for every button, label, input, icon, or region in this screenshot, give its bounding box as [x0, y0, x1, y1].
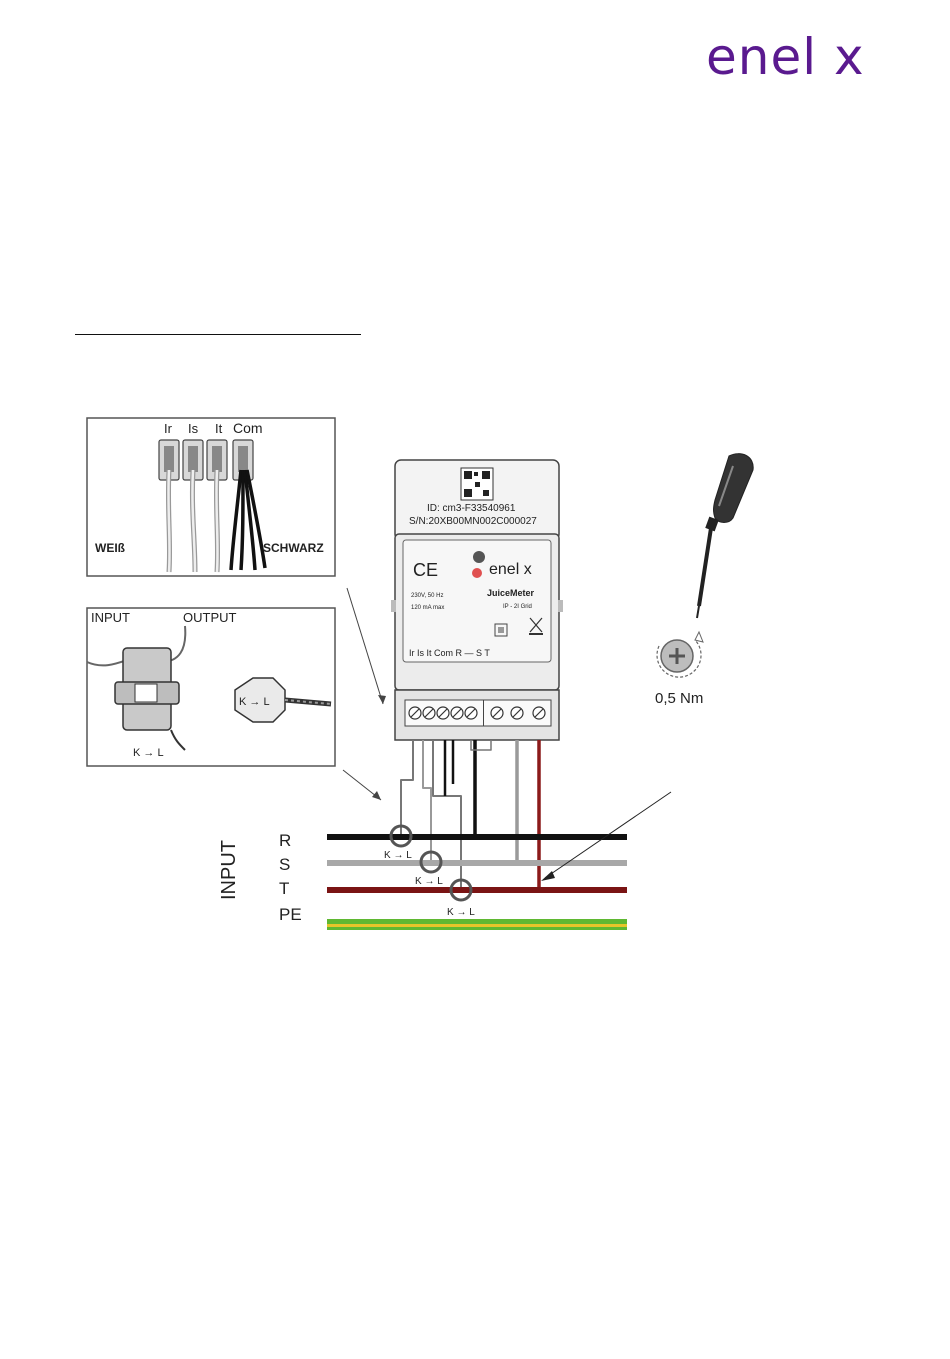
torque-value: 0,5 Nm: [655, 690, 703, 707]
ct-direction-label: K → L: [133, 747, 164, 759]
ct-label-t: K → L: [447, 907, 475, 918]
bus-bars: [327, 834, 627, 930]
meter-rating-2: 120 mA max: [411, 605, 444, 611]
bus-input-label: INPUT: [218, 840, 240, 900]
torque-screw-icon: [657, 632, 703, 677]
meter-class: IP - 2I Grid: [503, 604, 532, 610]
meter-serial: S/N:20XB00MN002C000027: [409, 516, 537, 527]
meter-id: ID: cm3-F33540961: [427, 503, 516, 514]
wiring-diagram-svg: Ir Is It Com: [75, 400, 775, 948]
sensor-direction-label: K → L: [239, 696, 270, 708]
bus-label-s: S: [279, 855, 290, 874]
juicemeter-device: ID: cm3-F33540961 S/N:20XB00MN002C000027…: [391, 460, 563, 740]
terminal-label-ir: Ir: [164, 421, 173, 436]
heading-underline: [75, 334, 361, 335]
ct-label-r: K → L: [384, 850, 412, 861]
terminal-label-it: It: [215, 421, 223, 436]
screwdriver-icon: [697, 454, 753, 618]
ct-output-label: OUTPUT: [183, 610, 237, 625]
terminal-label-com: Com: [233, 420, 263, 436]
meter-model: JuiceMeter: [487, 588, 535, 598]
inset-current-transformer: INPUT OUTPUT K → L K → L: [87, 608, 335, 766]
meter-rating-1: 230V, 50 Hz: [411, 593, 443, 599]
ce-mark: CE: [413, 560, 438, 580]
bus-label-pe: PE: [279, 905, 302, 924]
meter-terminal-labels: Ir Is It Com R — S T: [409, 648, 490, 658]
inset-terminal-block: Ir Is It Com: [87, 418, 335, 576]
terminal-label-is: Is: [188, 421, 199, 436]
ct-input-label: INPUT: [91, 610, 130, 625]
enel-x-logo: enel x: [706, 32, 865, 82]
wiring-diagram: Ir Is It Com: [75, 400, 775, 948]
white-label: WEIß: [95, 541, 125, 555]
bus-label-r: R: [279, 831, 291, 850]
black-label: SCHWARZ: [263, 541, 324, 555]
ct-label-s: K → L: [415, 876, 443, 887]
meter-brand: enel x: [489, 561, 532, 578]
bus-label-t: T: [279, 879, 289, 898]
